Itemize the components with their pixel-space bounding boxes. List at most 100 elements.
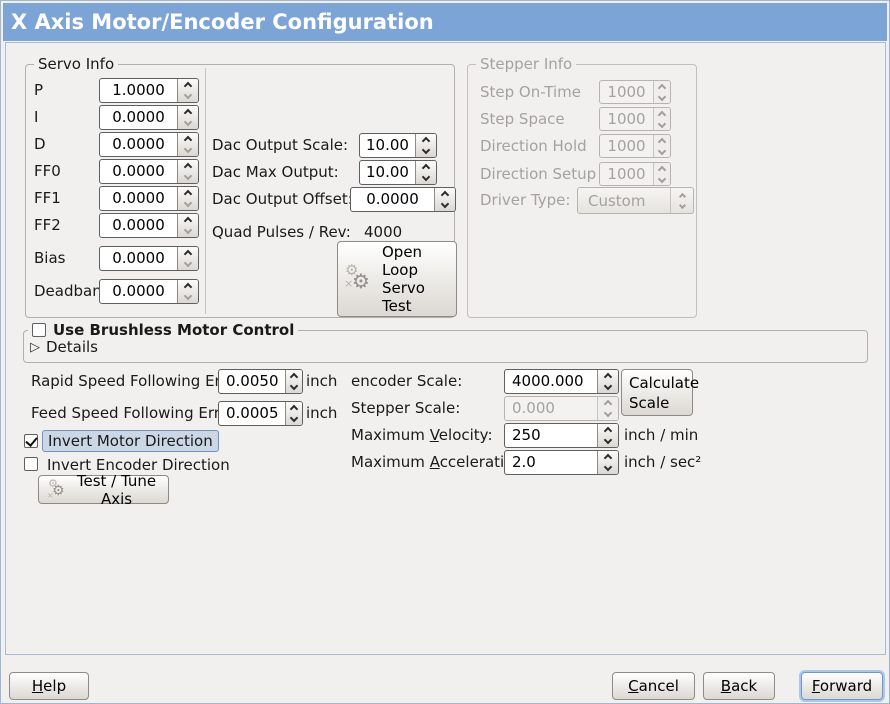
cancel-button[interactable]: Cancel [612, 672, 695, 700]
spin-down-icon[interactable] [183, 144, 193, 154]
spin-down-icon[interactable] [183, 171, 193, 181]
spin-arrows[interactable] [177, 106, 198, 129]
servo-param-spinbox-i[interactable]: 0.0000 [99, 105, 199, 130]
spin-down-icon[interactable] [183, 90, 193, 100]
spin-arrows[interactable] [597, 370, 618, 393]
details-expander[interactable]: ▷ Details [30, 338, 98, 356]
spin-arrows[interactable] [597, 451, 618, 474]
maximum-velocity-unit: inch / min [624, 426, 699, 444]
spin-arrows[interactable] [177, 280, 198, 303]
calculate-scale-button[interactable]: Calculate Scale [621, 369, 699, 416]
spin-up-icon[interactable] [603, 426, 613, 436]
spin-up-icon[interactable] [603, 372, 613, 382]
maximum-velocity-spinbox[interactable]: 250 [504, 423, 619, 448]
spin-down-icon[interactable] [183, 291, 193, 301]
expander-triangle-icon[interactable]: ▷ [30, 339, 40, 355]
spin-down-icon[interactable] [289, 413, 299, 423]
spin-up-icon[interactable] [603, 453, 613, 463]
spin-value[interactable]: 250 [512, 426, 541, 444]
servo-param-spinbox-p[interactable]: 1.0000 [99, 78, 199, 103]
servo-param-spinbox-ff0[interactable]: 0.0000 [99, 159, 199, 184]
brushless-legend: Use Brushless Motor Control [28, 321, 299, 339]
spin-down-icon[interactable] [289, 381, 299, 391]
help-button[interactable]: Help [9, 672, 89, 700]
spin-value[interactable]: 0.0000 [112, 162, 165, 180]
spin-value[interactable]: 0.0005 [226, 404, 279, 422]
spin-arrows[interactable] [177, 133, 198, 156]
spin-down-icon[interactable] [183, 258, 193, 268]
spin-arrows[interactable] [415, 161, 436, 184]
servo-param-label-ff1: FF1 [34, 189, 61, 207]
spin-arrows[interactable] [285, 370, 302, 393]
spin-value[interactable]: 0.0000 [112, 189, 165, 207]
servo-param-spinbox-bias[interactable]: 0.0000 [99, 246, 199, 271]
spin-up-icon[interactable] [183, 249, 193, 259]
encoder-scale-spinbox[interactable]: 4000.000 [504, 369, 619, 394]
spin-up-icon[interactable] [421, 136, 431, 146]
feed-following-error-spinbox[interactable]: 0.0005 [218, 401, 303, 426]
spin-value[interactable]: 0.0050 [226, 372, 279, 390]
spin-down-icon[interactable] [603, 462, 613, 472]
spin-value[interactable]: 0.0000 [112, 135, 165, 153]
spin-value[interactable]: 4000.000 [512, 372, 584, 390]
spin-value[interactable]: 0.0000 [112, 108, 165, 126]
spin-down-icon[interactable] [183, 225, 193, 235]
stepper-info-frame: Stepper Info Step On-Time 1000 Step Spac… [467, 55, 697, 318]
forward-button[interactable]: Forward [801, 672, 883, 700]
rapid-following-error-spinbox[interactable]: 0.0050 [218, 369, 303, 394]
spin-up-icon[interactable] [183, 282, 193, 292]
back-button[interactable]: Back [703, 672, 775, 700]
use-brushless-checkbox[interactable] [32, 323, 46, 337]
spin-value[interactable]: 10.00 [366, 163, 409, 181]
spin-value[interactable]: 10.00 [366, 136, 409, 154]
servo-param-spinbox-ff1[interactable]: 0.0000 [99, 186, 199, 211]
spin-up-icon[interactable] [183, 135, 193, 145]
invert-encoder-checkbox[interactable] [24, 457, 38, 471]
servo-param-spinbox-d[interactable]: 0.0000 [99, 132, 199, 157]
servo-param-spinbox-deadband[interactable]: 0.0000 [99, 279, 199, 304]
invert-encoder-label[interactable]: Invert Encoder Direction [47, 456, 230, 474]
spin-value[interactable]: 0.0000 [112, 282, 165, 300]
spin-arrows[interactable] [415, 134, 436, 157]
spin-arrows[interactable] [597, 424, 618, 447]
spin-value[interactable]: 0.0000 [112, 249, 165, 267]
spin-down-icon[interactable] [183, 198, 193, 208]
spin-up-icon[interactable] [183, 81, 193, 91]
invert-motor-label[interactable]: Invert Motor Direction [42, 430, 219, 452]
spin-arrows[interactable] [177, 214, 198, 237]
spin-value[interactable]: 0.0000 [112, 216, 165, 234]
spin-arrows[interactable] [177, 187, 198, 210]
test-tune-axis-button[interactable]: ⚙⚙× Test / Tune Axis [38, 472, 169, 508]
spin-up-icon[interactable] [440, 190, 450, 200]
spin-arrows[interactable] [434, 188, 455, 211]
spin-down-icon[interactable] [440, 199, 450, 209]
spin-down-icon[interactable] [603, 435, 613, 445]
direction-hold-label: Direction Hold [480, 137, 587, 155]
spin-up-icon[interactable] [183, 189, 193, 199]
spin-up-icon[interactable] [421, 163, 431, 173]
spin-arrows[interactable] [177, 160, 198, 183]
spin-up-icon[interactable] [289, 372, 299, 382]
spin-arrows[interactable] [177, 79, 198, 102]
spin-arrows[interactable] [285, 402, 302, 425]
maximum-acceleration-spinbox[interactable]: 2.0 [504, 450, 619, 475]
open-loop-servo-test-button[interactable]: ⚙⚙× Open Loop Servo Test [337, 241, 457, 317]
spin-value[interactable]: 2.0 [512, 453, 536, 471]
invert-motor-checkbox[interactable] [24, 434, 38, 448]
spin-value[interactable]: 1.0000 [112, 81, 165, 99]
spin-arrows[interactable] [177, 247, 198, 270]
spin-down-icon[interactable] [183, 117, 193, 127]
step-space-spinbox: 1000 [599, 107, 671, 131]
servo-param-spinbox-ff2[interactable]: 0.0000 [99, 213, 199, 238]
spin-up-icon[interactable] [183, 108, 193, 118]
dac-max-output-spinbox[interactable]: 10.00 [359, 160, 437, 185]
spin-value[interactable]: 0.0000 [366, 190, 419, 208]
dac-output-scale-spinbox[interactable]: 10.00 [359, 133, 437, 158]
spin-up-icon[interactable] [289, 404, 299, 414]
spin-down-icon[interactable] [603, 381, 613, 391]
dac-output-offset-spinbox[interactable]: 0.0000 [350, 187, 456, 212]
spin-up-icon[interactable] [183, 216, 193, 226]
spin-up-icon[interactable] [183, 162, 193, 172]
spin-down-icon[interactable] [421, 145, 431, 155]
spin-down-icon[interactable] [421, 172, 431, 182]
